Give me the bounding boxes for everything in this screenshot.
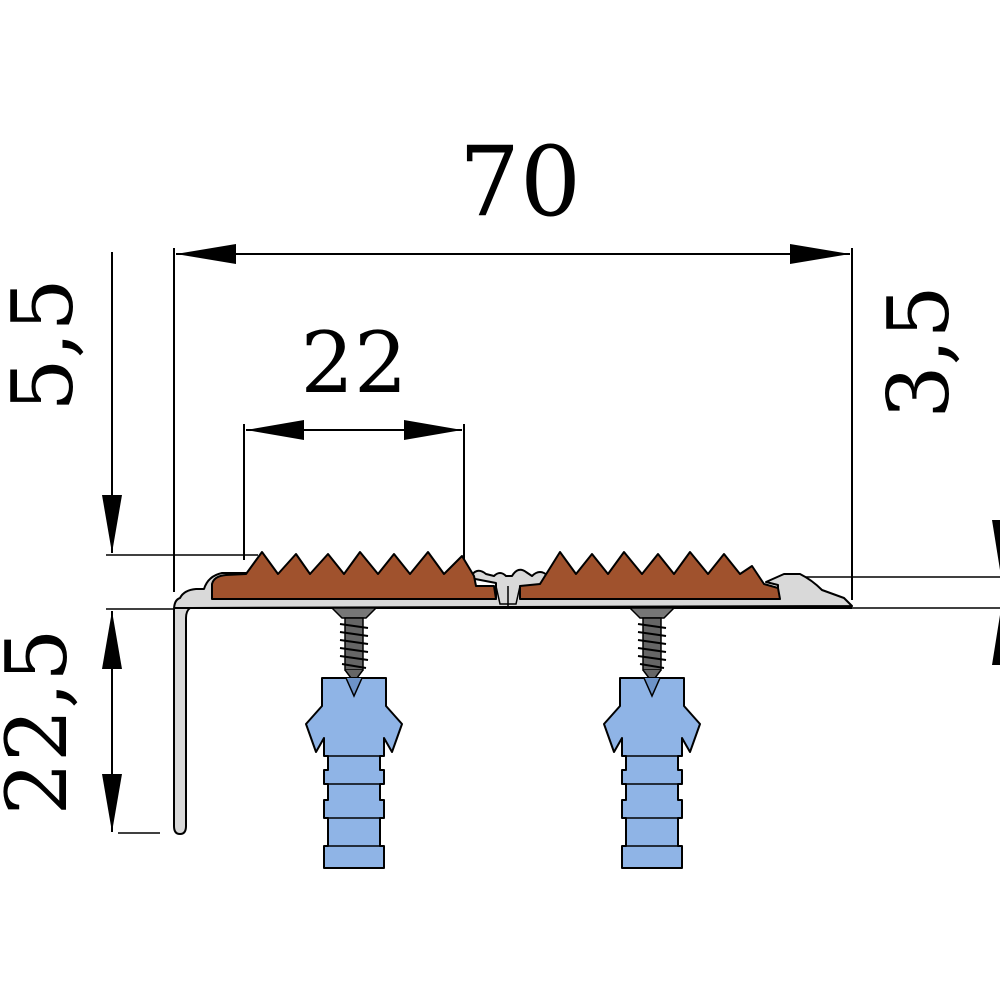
- dimension-3-5-label: 3,5: [870, 285, 968, 419]
- dimension-22-5-label: 22,5: [0, 628, 86, 815]
- dimension-70-label: 70: [459, 126, 581, 238]
- screw-right: [628, 607, 676, 684]
- dimension-70: 70: [173, 126, 853, 600]
- screw-left: [330, 607, 378, 684]
- dimension-3-5: 3,5: [796, 285, 1000, 665]
- dimension-22-label: 22: [301, 314, 408, 412]
- dimension-5-5: 5,5: [0, 252, 258, 556]
- dowel-right: [603, 677, 701, 869]
- dimension-5-5-label: 5,5: [0, 278, 92, 412]
- dimension-22-5: 22,5: [0, 608, 180, 834]
- aluminium-profile: [173, 568, 853, 835]
- rubber-insert-left: [211, 551, 497, 600]
- dowel-left: [305, 677, 403, 869]
- rubber-insert-right: [519, 551, 781, 600]
- dimension-22: 22: [243, 314, 465, 560]
